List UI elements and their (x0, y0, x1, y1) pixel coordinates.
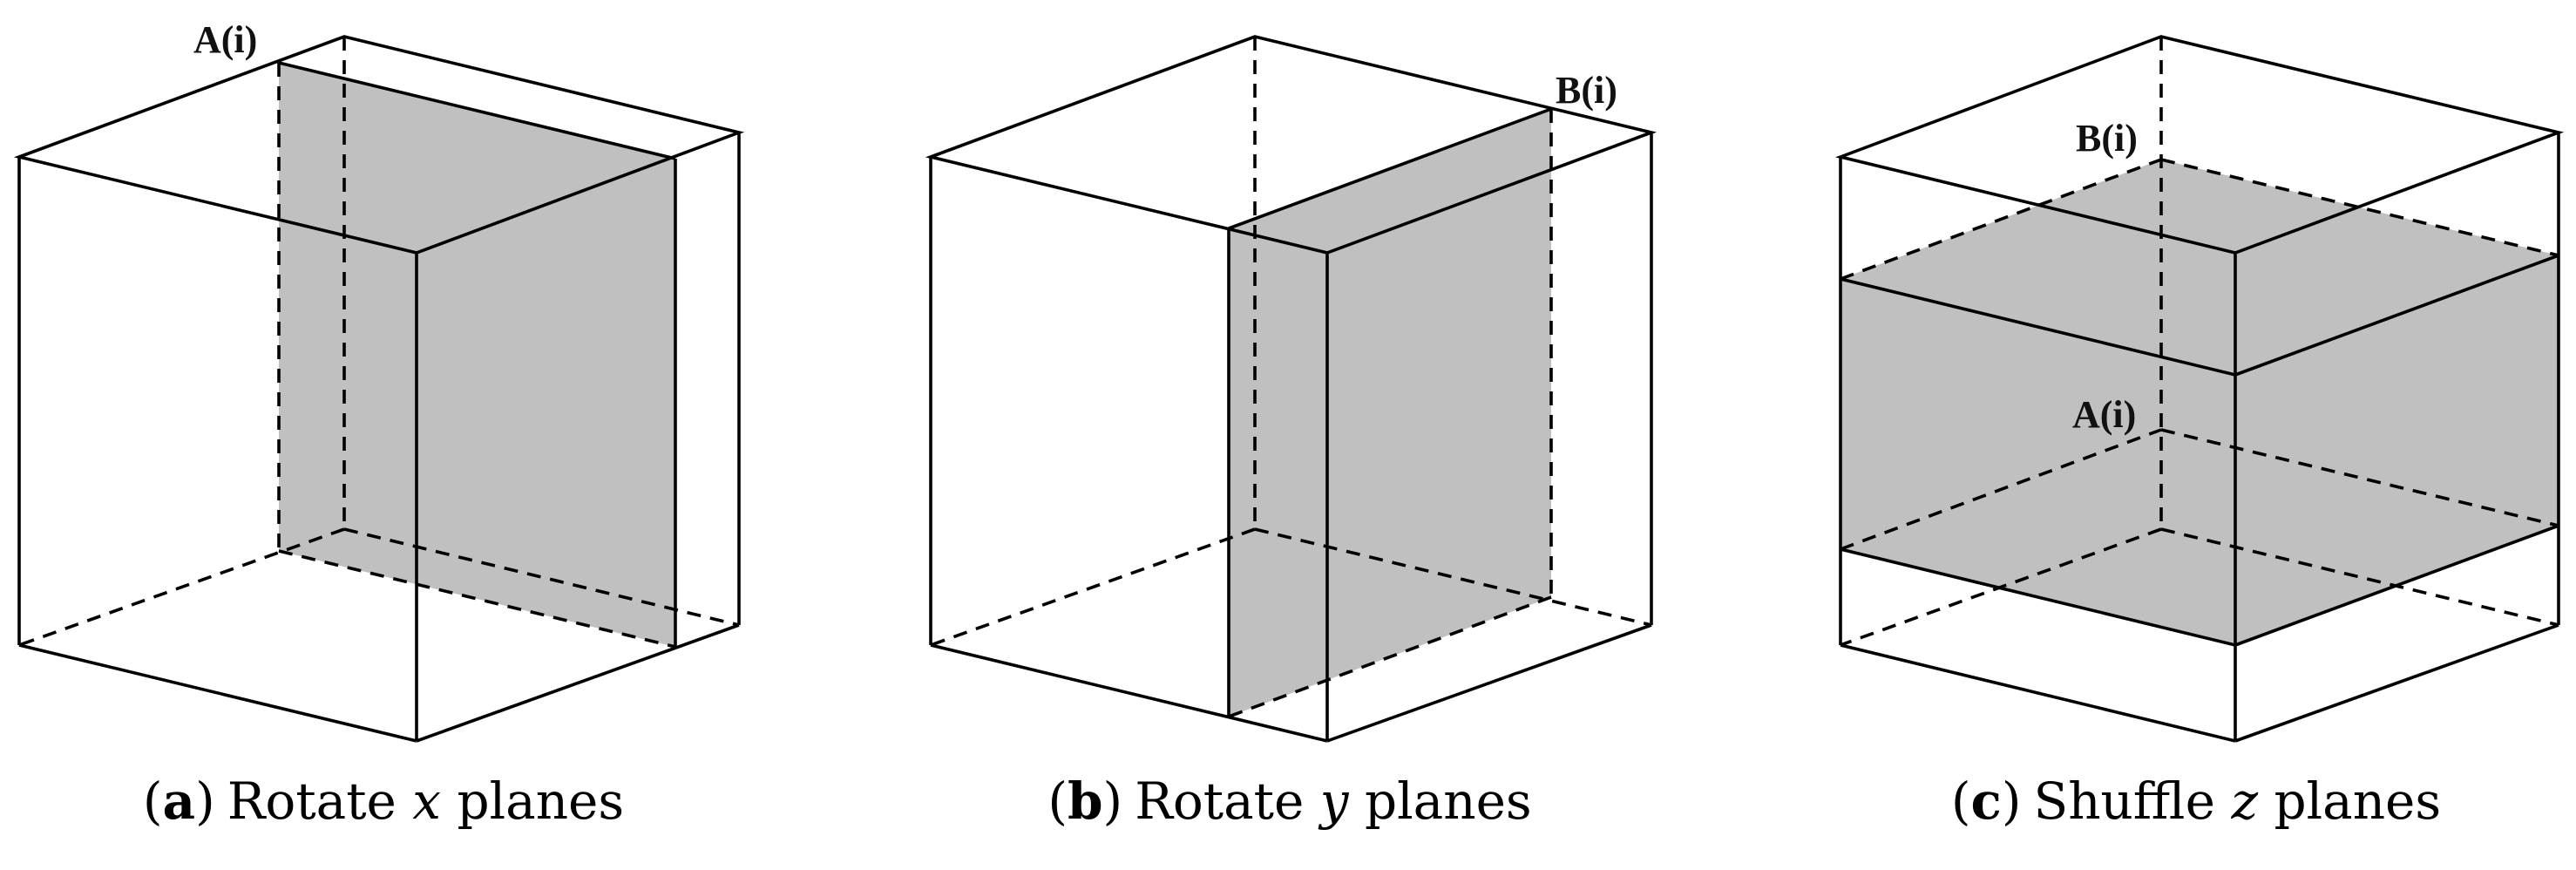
panel-a-point-label-a: A(i) (193, 18, 257, 61)
panel-b-hidden-edges (930, 37, 1652, 718)
panel-b: B(i) (925, 35, 1657, 743)
panel-c-caption-prefix: Shuffle (2033, 771, 2215, 831)
panel-b-point-label-b: B(i) (1556, 69, 1617, 112)
panel-c-z-plane-slab (1840, 160, 2559, 645)
panel-c-point-label-b: B(i) (2076, 117, 2138, 160)
panel-a-caption-letter: a (162, 771, 196, 831)
panel-c-caption: (c) Shuffle z planes (1950, 771, 2442, 831)
panel-a-hidden-edges (18, 37, 740, 649)
panel-a-caption-var: x (412, 771, 441, 831)
panel-c-caption-var: z (2231, 771, 2258, 831)
panel-b-caption-prefix: Rotate (1135, 771, 1305, 831)
panel-c-caption-letter: c (1970, 771, 2002, 831)
panel-a: A(i) (13, 18, 745, 743)
panel-c-visible-edges (1834, 35, 2565, 743)
panel-c-point-label-a: A(i) (2072, 393, 2136, 436)
panel-b-visible-edges (925, 35, 1657, 743)
panel-a-caption-suffix: planes (457, 771, 625, 831)
panel-a-caption: (a) Rotate x planes (142, 771, 625, 831)
panel-c-caption-suffix: planes (2274, 771, 2442, 831)
panel-c-hidden-edges (1840, 37, 2559, 647)
panel-a-caption-prefix: Rotate (227, 771, 397, 831)
panel-b-caption: (b) Rotate y planes (1047, 771, 1532, 831)
panel-c: B(i) A(i) (1834, 35, 2565, 743)
panel-b-caption-suffix: planes (1364, 771, 1532, 831)
panel-b-caption-var: y (1319, 771, 1349, 831)
panel-b-caption-letter: b (1067, 771, 1103, 831)
panel-a-visible-edges (13, 35, 745, 743)
panel-b-y-plane-slice (1229, 109, 1551, 717)
panel-a-x-plane-slice (279, 63, 675, 647)
